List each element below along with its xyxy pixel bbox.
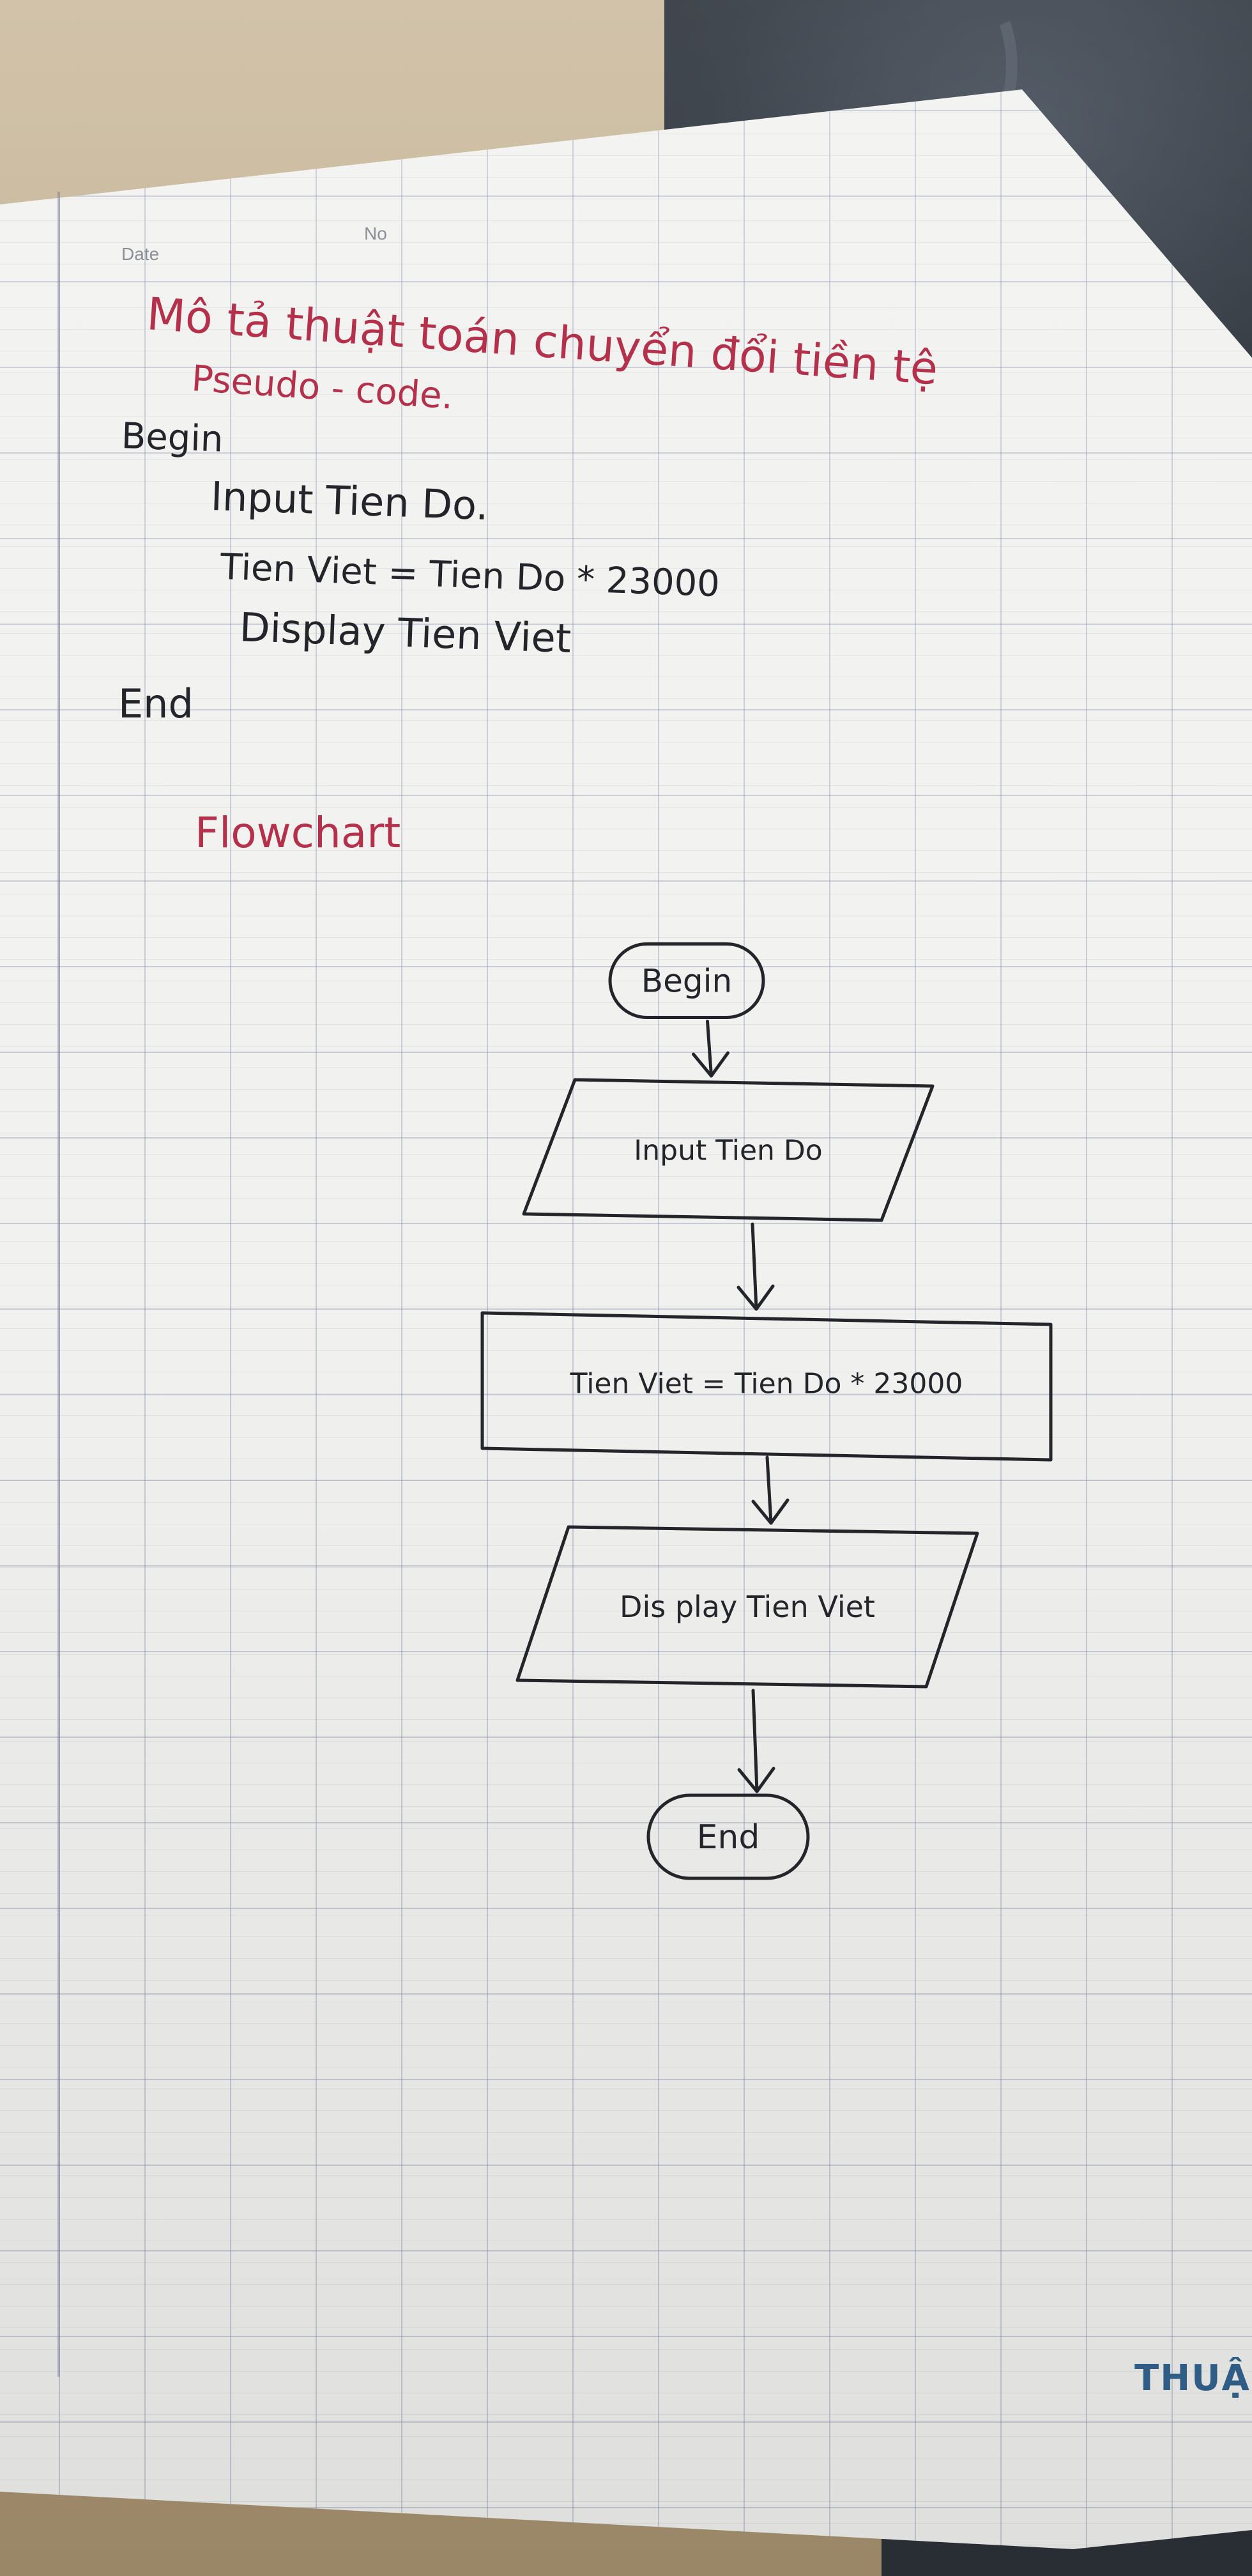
page-margin-line xyxy=(57,192,60,2377)
flowchart-shape-input xyxy=(522,1078,935,1222)
flowchart-edges xyxy=(692,1020,790,1793)
notebook-brand: THUẬ xyxy=(1134,2358,1251,2399)
flowchart-edge-input-process xyxy=(737,1222,775,1311)
flowchart-label-begin: Begin xyxy=(641,963,732,1000)
arrow-head-icon xyxy=(737,1284,775,1311)
arrow-head-icon xyxy=(737,1767,775,1793)
flowchart-node-process: Tien Viet = Tien Do * 23000 xyxy=(480,1311,1053,1462)
no-label: No xyxy=(364,224,387,243)
flowchart-edge-process-display xyxy=(751,1455,790,1525)
arrow-head-icon xyxy=(692,1051,729,1078)
flowchart-label-display: Dis play Tien Viet xyxy=(620,1590,875,1624)
flowchart-edge-begin-input xyxy=(692,1020,729,1078)
pseudocode-end: End xyxy=(118,680,194,727)
flowchart-shape-begin xyxy=(608,942,765,1019)
flowchart-node-display: Dis play Tien Viet xyxy=(515,1525,979,1689)
flowchart-node-begin: Begin xyxy=(608,942,765,1019)
flowchart-heading: Flowchart xyxy=(195,808,401,857)
flowchart-label-end: End xyxy=(697,1818,760,1857)
flowchart-shape-display xyxy=(515,1525,979,1689)
flowchart-label-process: Tien Viet = Tien Do * 23000 xyxy=(570,1367,963,1400)
flowchart-label-input: Input Tien Do xyxy=(634,1134,822,1167)
date-label: Date xyxy=(121,244,160,264)
flowchart-node-end: End xyxy=(646,1793,810,1880)
arrow-head-icon xyxy=(751,1498,790,1525)
flowchart-edge-display-end xyxy=(737,1689,775,1793)
flowchart-node-input: Input Tien Do xyxy=(522,1078,935,1222)
flowchart-shape-end xyxy=(646,1793,810,1880)
flowchart-shape-process xyxy=(480,1311,1053,1462)
